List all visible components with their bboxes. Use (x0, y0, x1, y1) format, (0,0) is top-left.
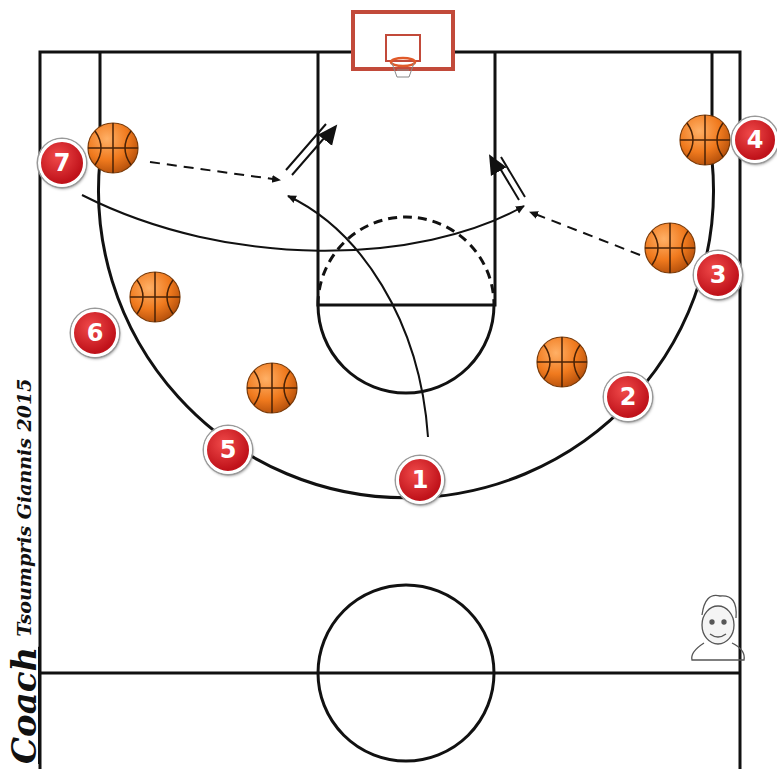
player-marker: 1 (396, 456, 444, 504)
watermark-text: Coach (4, 647, 44, 764)
player-marker: 3 (694, 251, 742, 299)
player-marker: 7 (38, 139, 86, 187)
movement-arrows (82, 124, 640, 437)
player-number: 3 (710, 263, 727, 287)
watermark-text: Tsoumpris Giannis 2015 (13, 378, 35, 636)
player-number: 2 (620, 385, 637, 409)
basketballs (88, 115, 730, 413)
player-marker: 4 (732, 117, 777, 163)
player-number: 4 (747, 128, 764, 152)
player-number: 5 (220, 438, 237, 462)
watermark: Coach Tsoumpris Giannis 2015 (4, 4, 44, 764)
player-number: 6 (87, 321, 104, 345)
coach-caricature (692, 595, 745, 660)
player-marker: 5 (204, 426, 252, 474)
player-marker: 2 (604, 373, 652, 421)
backboard (353, 12, 453, 77)
player-number: 1 (412, 468, 429, 492)
player-number: 7 (54, 151, 71, 175)
player-marker: 6 (71, 309, 119, 357)
